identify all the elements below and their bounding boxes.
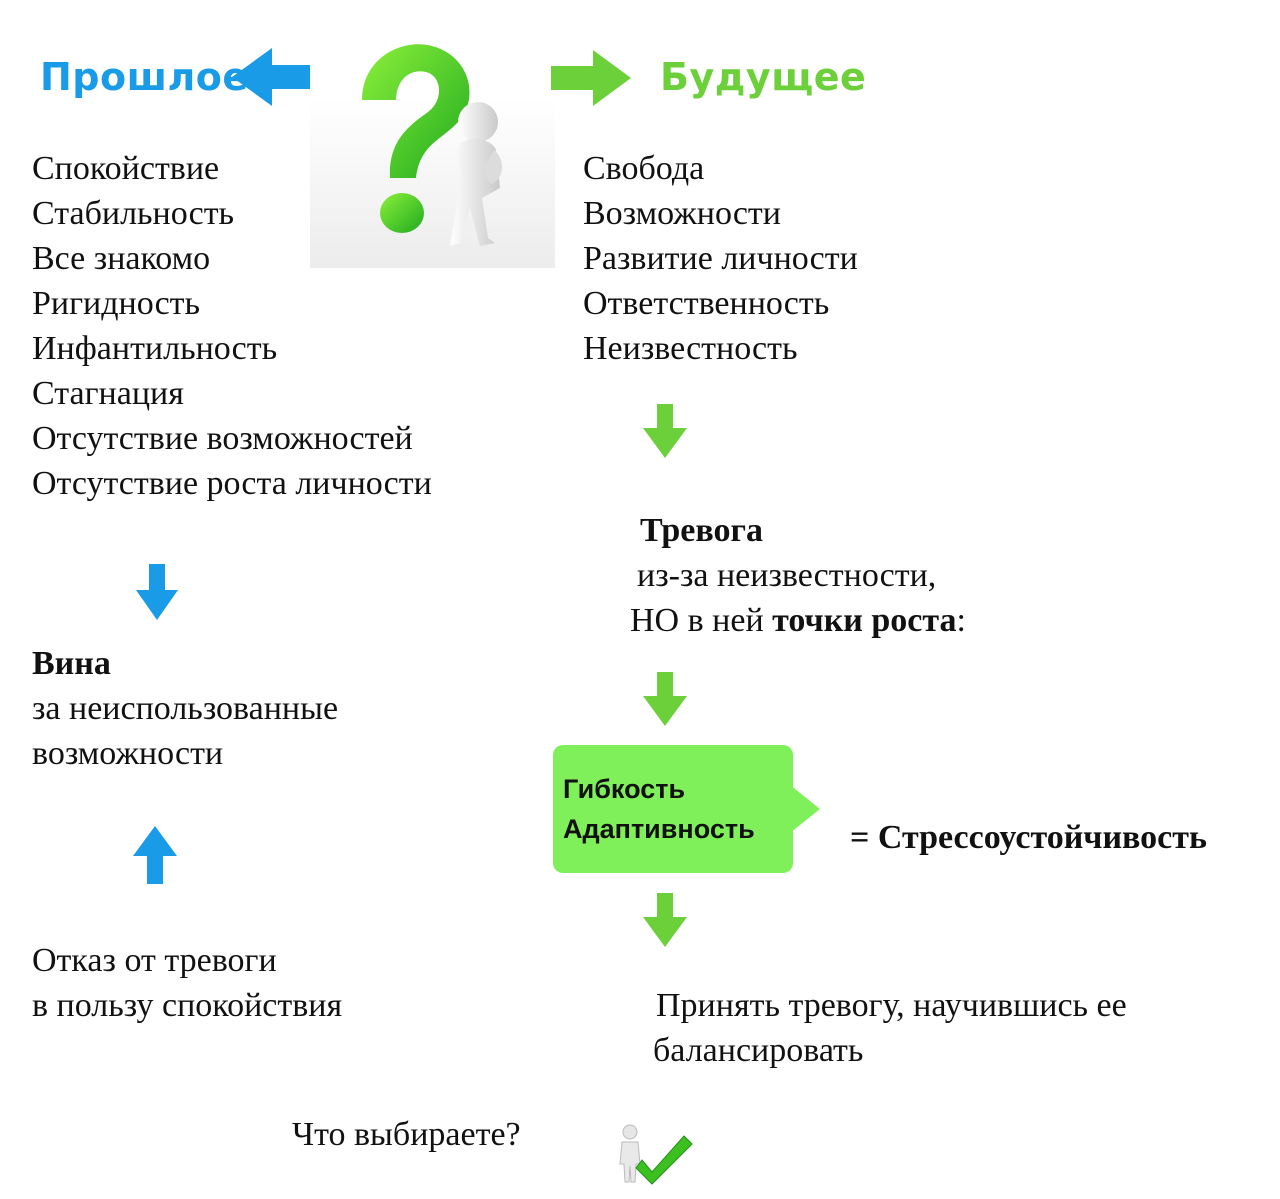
- past-item: Инфантильность: [32, 330, 278, 367]
- past-item: Ригидность: [32, 285, 201, 322]
- arrow-up-icon: [133, 826, 177, 884]
- future-item: Ответственность: [583, 285, 830, 322]
- heading-future: Будущее: [660, 55, 867, 99]
- flexibility-box: Гибкость Адаптивность: [553, 745, 793, 873]
- guilt-line-2: возможности: [32, 735, 224, 772]
- anxiety-line-1: из-за неизвестности,: [637, 557, 937, 594]
- arrow-down-icon: [643, 672, 687, 726]
- question-mark-figure-icon: [310, 44, 555, 268]
- past-item: Отсутствие роста личности: [32, 465, 432, 502]
- future-item: Неизвестность: [583, 330, 798, 367]
- question-text: Что выбираете?: [292, 1116, 521, 1153]
- arrow-down-icon: [643, 404, 687, 458]
- anxiety-title: Тревога: [640, 512, 763, 549]
- future-item: Возможности: [583, 195, 781, 232]
- figure-checkmark-icon: [619, 1124, 693, 1185]
- arrow-right-icon: [551, 50, 631, 106]
- refusal-line-1: Отказ от тревоги: [32, 942, 277, 979]
- future-item: Развитие личности: [583, 240, 858, 277]
- arrow-down-icon: [643, 893, 687, 947]
- arrow-left-icon: [232, 48, 310, 106]
- box-line-2: Адаптивность: [563, 814, 755, 844]
- accept-line-2: балансировать: [653, 1032, 864, 1069]
- past-item: Спокойствие: [32, 150, 220, 187]
- anxiety-line-2: НО в ней точки роста:: [630, 602, 966, 639]
- heading-past: Прошлое: [40, 55, 249, 99]
- past-item: Отсутствие возможностей: [32, 420, 413, 457]
- future-item: Свобода: [583, 150, 705, 187]
- refusal-line-2: в пользу спокойствия: [32, 987, 343, 1024]
- result-text: = Стрессоустойчивость: [850, 819, 1207, 856]
- past-item: Стагнация: [32, 375, 184, 412]
- past-item: Стабильность: [32, 195, 235, 232]
- guilt-line-1: за неиспользованные: [32, 690, 339, 727]
- box-pointer: [790, 785, 820, 833]
- accept-line-1: Принять тревогу, научившись ее: [656, 987, 1127, 1024]
- guilt-title: Вина: [32, 645, 111, 682]
- past-item: Все знакомо: [32, 240, 211, 277]
- box-line-1: Гибкость: [563, 774, 686, 804]
- arrow-down-icon: [136, 564, 178, 620]
